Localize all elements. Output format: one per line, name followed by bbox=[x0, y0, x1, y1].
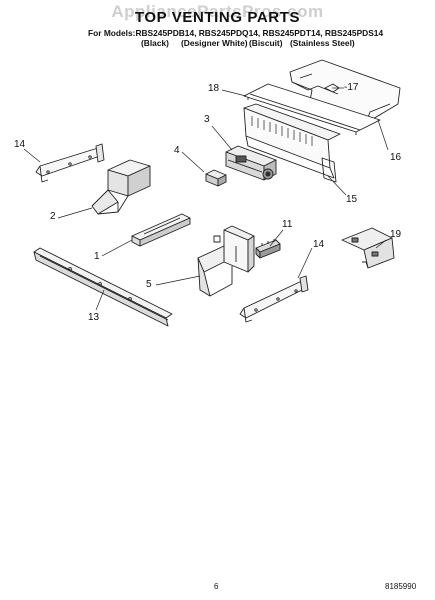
part-15-vent-housing bbox=[243, 103, 341, 183]
callout-1: 1 bbox=[94, 251, 100, 262]
callout-18: 18 bbox=[208, 83, 220, 94]
part-16-vent-cover bbox=[289, 59, 401, 124]
variant-black: (Black) bbox=[141, 38, 169, 48]
callout-16: 16 bbox=[390, 152, 402, 163]
part-2-air-duct bbox=[91, 159, 151, 215]
page-title: TOP VENTING PARTS bbox=[134, 9, 301, 26]
part-13-long-rail bbox=[33, 247, 173, 327]
part-18-vent-plate bbox=[243, 83, 381, 135]
page-number: 6 bbox=[214, 582, 219, 591]
watermark: AppliancePartsPros.com bbox=[111, 2, 324, 21]
callout-13: 13 bbox=[88, 312, 100, 323]
callout-5: 5 bbox=[146, 279, 152, 290]
callout-14-upper: 14 bbox=[14, 139, 26, 150]
callout-19: 19 bbox=[390, 229, 402, 240]
callout-4: 4 bbox=[174, 145, 180, 156]
callout-15: 15 bbox=[346, 194, 358, 205]
callout-11: 11 bbox=[282, 219, 293, 230]
part-19-clip-bracket bbox=[341, 227, 395, 269]
callout-2: 2 bbox=[50, 211, 56, 222]
variant-designer-white: (Designer White) bbox=[181, 38, 248, 48]
part-4-block bbox=[205, 169, 227, 187]
callout-14-lower: 14 bbox=[313, 239, 325, 250]
leader-lines bbox=[23, 87, 389, 311]
callout-3: 3 bbox=[204, 114, 210, 125]
variant-biscuit: (Biscuit) bbox=[249, 38, 283, 48]
part-14-lower-bracket bbox=[239, 275, 309, 323]
models-line: For Models:RBS245PDB14, RBS245PDQ14, RBS… bbox=[88, 28, 384, 38]
document-number: 8185990 bbox=[385, 582, 417, 591]
part-5-bracket-assembly bbox=[197, 225, 255, 297]
callout-17: -17 bbox=[344, 82, 359, 93]
part-3-fan-motor bbox=[225, 145, 277, 181]
part-14-upper-bracket bbox=[35, 143, 105, 183]
part-1-channel-strip bbox=[131, 213, 191, 247]
part-11-terminal-strip bbox=[255, 239, 281, 259]
variant-stainless-steel: (Stainless Steel) bbox=[290, 38, 355, 48]
